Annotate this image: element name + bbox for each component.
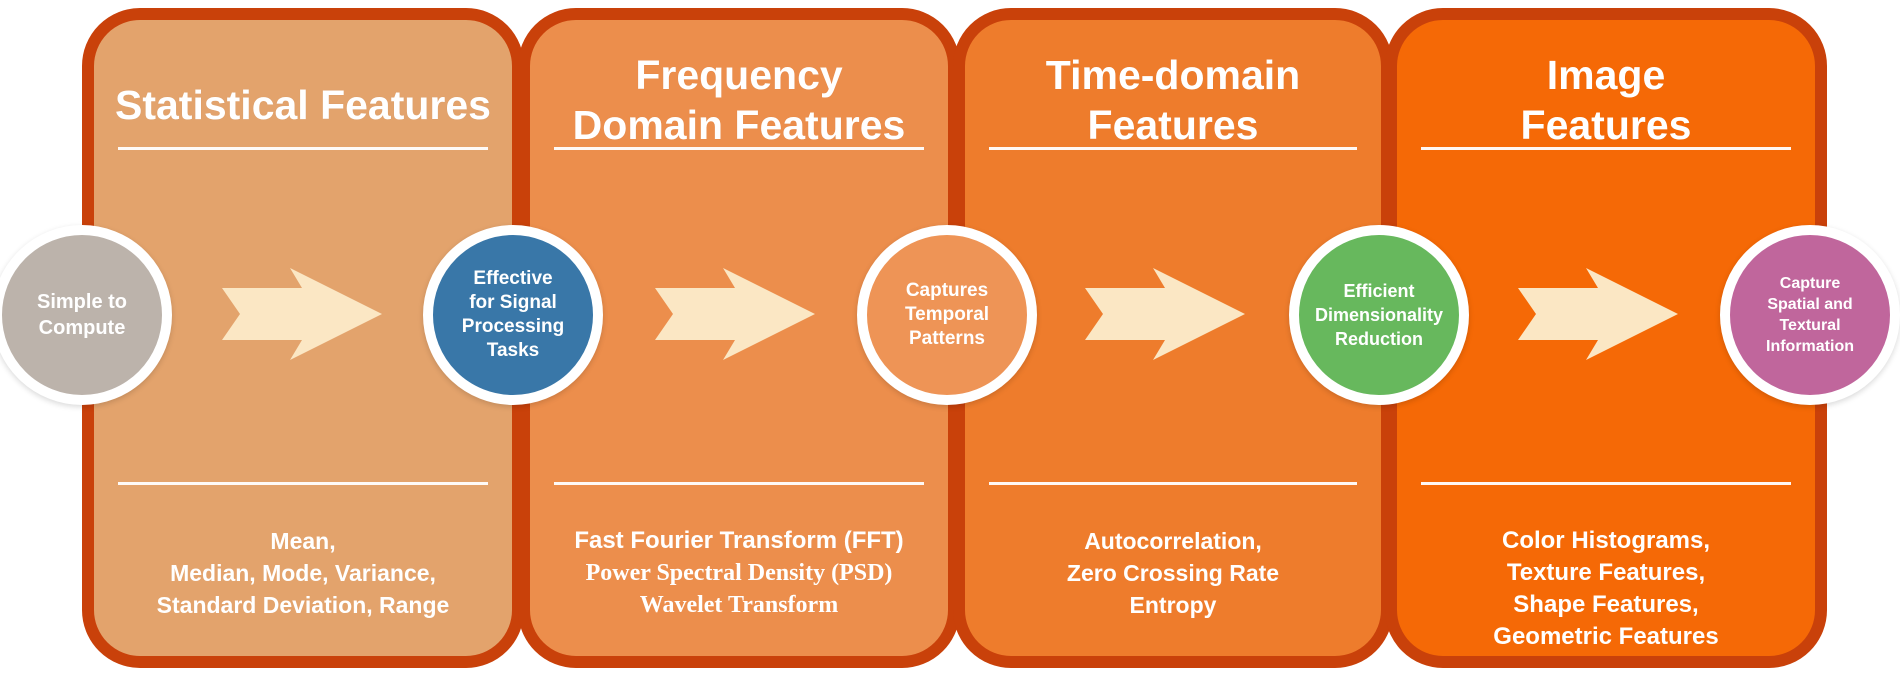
feature-list-line: Fast Fourier Transform (FFT) <box>574 527 904 554</box>
node-effective-for-signal-processing: Effective for Signal Processing Tasks <box>423 225 603 405</box>
panel-feature-list: Color Histograms, Texture Features, Shap… <box>1493 527 1719 650</box>
panel-title: Time-domain Features <box>1045 52 1301 148</box>
panel-title: Image Features <box>1520 52 1692 148</box>
right-arrow-icon <box>1085 268 1245 360</box>
divider <box>118 147 488 150</box>
panel-title: Frequency Domain Features <box>572 52 906 148</box>
feature-list-line: Power Spectral Density (PSD) <box>585 560 893 586</box>
node-simple-to-compute: Simple to Compute <box>0 225 172 405</box>
divider <box>554 147 924 150</box>
divider <box>1421 482 1791 485</box>
arrow-shape <box>655 268 815 360</box>
panel-feature-list: Fast Fourier Transform (FFT) Power Spect… <box>530 525 948 621</box>
right-arrow-icon <box>222 268 382 360</box>
node-capture-spatial-textural-information: Capture Spatial and Textural Information <box>1720 225 1900 405</box>
arrow-shape <box>1518 268 1678 360</box>
arrow-shape <box>1085 268 1245 360</box>
arrow-shape <box>222 268 382 360</box>
divider <box>989 482 1357 485</box>
node-captures-temporal-patterns: Captures Temporal Patterns <box>857 225 1037 405</box>
divider <box>554 482 924 485</box>
panel-title: Statistical Features <box>115 82 491 128</box>
right-arrow-icon <box>655 268 815 360</box>
panel-feature-list: Autocorrelation, Zero Crossing Rate Entr… <box>1066 528 1280 618</box>
node-efficient-dimensionality-reduction: Efficient Dimensionality Reduction <box>1289 225 1469 405</box>
divider <box>1421 147 1791 150</box>
feature-list-line: Wavelet Transform <box>639 592 839 618</box>
divider <box>989 147 1357 150</box>
divider <box>118 482 488 485</box>
right-arrow-icon <box>1518 268 1678 360</box>
panel-feature-list: Mean, Median, Mode, Variance, Standard D… <box>156 528 450 618</box>
